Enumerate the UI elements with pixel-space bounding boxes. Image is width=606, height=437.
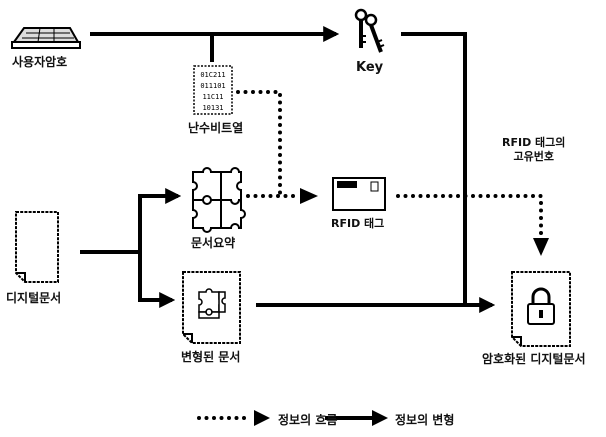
digital-document-label: 디지털문서 — [6, 291, 61, 305]
random-bits-to-rfid-flow — [238, 92, 280, 196]
summary-to-rfid-arrowhead — [300, 188, 318, 204]
rfid-uid-label: RFID 태그의 고유번호 — [502, 136, 565, 164]
key-label: Key — [356, 61, 383, 75]
random-bits-icon: 01C211 011101 11C11 10131 — [194, 66, 232, 114]
rfid-tag-icon — [333, 178, 385, 210]
flow-arrows — [238, 92, 541, 236]
key-to-encrypted-line — [401, 34, 465, 304]
rfid-to-encrypted-flow — [398, 196, 541, 236]
encrypted-document-icon — [512, 272, 570, 346]
user-password-label: 사용자암호 — [12, 55, 67, 69]
legend-solid-arrowhead — [372, 410, 388, 426]
bits-row: 011101 — [200, 82, 225, 90]
legend-transform-label: 정보의 변형 — [395, 411, 454, 428]
transformed-document-icon — [183, 272, 240, 343]
bits-row: 01C211 — [200, 71, 225, 79]
document-summary-label: 문서요약 — [191, 236, 235, 250]
bits-row: 10131 — [202, 104, 223, 112]
puzzle-icon — [193, 168, 245, 232]
rfid-to-encrypted-arrowhead — [533, 238, 549, 256]
encrypted-document-label: 암호화된 디지털문서 — [482, 352, 586, 366]
transformed-document-label: 변형된 문서 — [181, 350, 240, 364]
legend-dotted-arrowhead — [254, 410, 270, 426]
random-bits-label: 난수비트열 — [188, 121, 243, 135]
digital-document-icon — [16, 212, 58, 282]
bits-row: 11C11 — [202, 93, 223, 101]
rfid-tag-label: RFID 태그 — [331, 217, 384, 231]
legend-flow-label: 정보의 흐름 — [278, 411, 337, 428]
keyboard-icon — [12, 28, 80, 48]
transform-arrows — [80, 34, 492, 305]
key-icon — [356, 10, 384, 52]
